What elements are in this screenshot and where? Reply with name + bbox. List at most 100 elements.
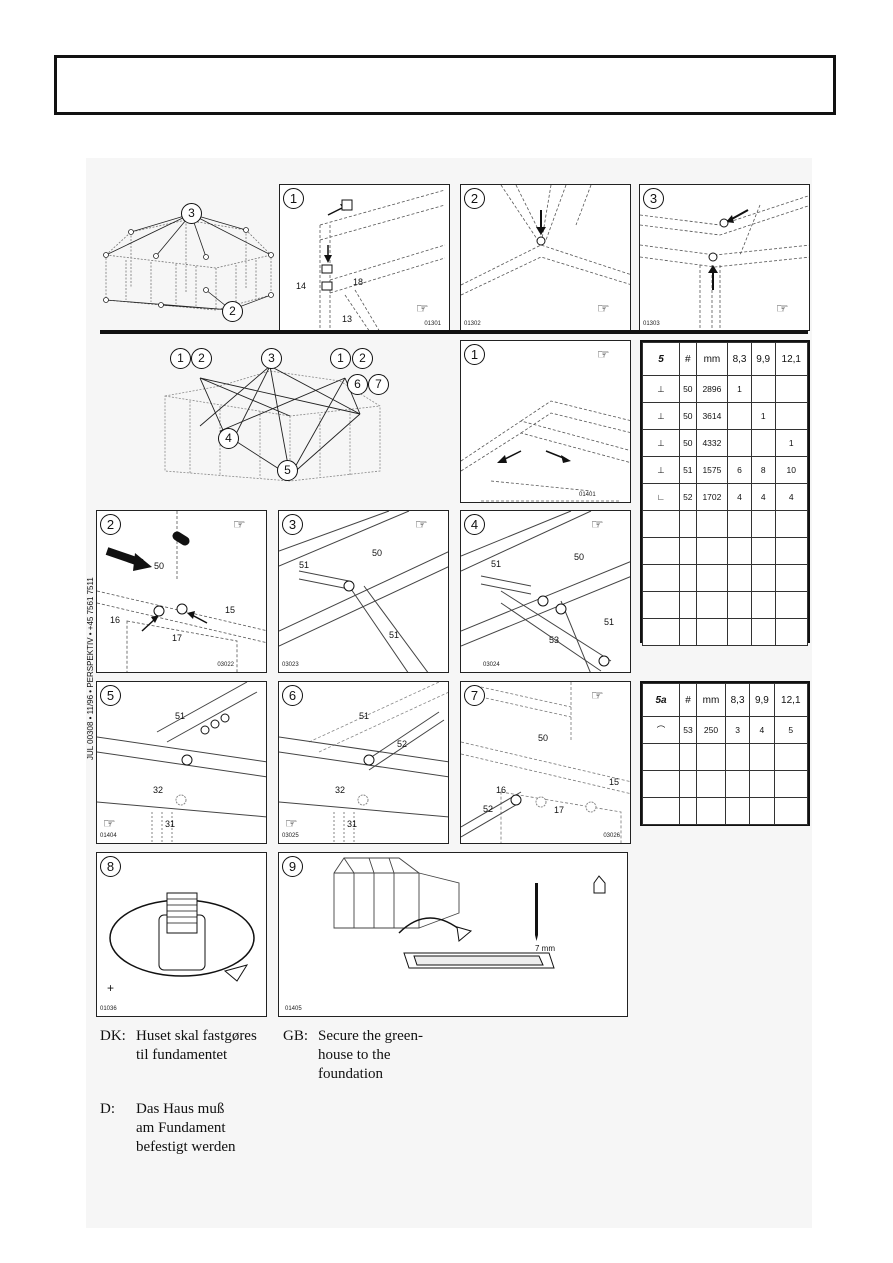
- table-title: 5: [642, 342, 680, 376]
- profile-icon: ⊥: [642, 456, 680, 484]
- instruction-d: Das Haus muß am Fundament befestigt werd…: [136, 1101, 236, 1155]
- column-header: mm: [696, 683, 726, 717]
- overview-greenhouse-roof: 1 2 3 1 2 6 7 4 5: [160, 346, 390, 496]
- profile-icon: ⌒: [642, 716, 680, 744]
- figure-code: 03022: [217, 662, 234, 668]
- callout-3: 3: [181, 203, 202, 224]
- header-box: [54, 55, 836, 115]
- panel-row1-step1: 1 14 18 13 ☞ 01301: [279, 184, 450, 331]
- panel-row1-step2: 2 ☞ 01302: [460, 184, 631, 331]
- part-label: 50: [154, 561, 165, 571]
- part-label: 50: [574, 552, 585, 562]
- instruction-dk: Huset skal fastgøres til fundamentet: [136, 1028, 257, 1063]
- figure-code: 01405: [285, 1006, 302, 1012]
- instruction-gb: Secure the green- house to the foundatio…: [318, 1028, 423, 1082]
- profile-icon: ⊥: [642, 375, 680, 403]
- column-header: 12,1: [774, 342, 808, 376]
- step-number: 8: [100, 856, 121, 877]
- pointing-hand-icon: ☞: [776, 300, 789, 316]
- callout-2: 2: [222, 301, 243, 322]
- part-label: 51: [359, 711, 370, 721]
- profile-icon: ⊥: [642, 402, 680, 430]
- part-label: 13: [342, 314, 353, 324]
- figure-code: 01401: [579, 492, 596, 498]
- lang-label-dk: DK:: [100, 1028, 126, 1044]
- figure-code: 03023: [282, 662, 299, 668]
- callout-6: 6: [347, 374, 368, 395]
- column-header: #: [679, 342, 697, 376]
- overview-greenhouse-top: 3 2: [96, 200, 276, 322]
- panel-row3-step2: 2 50 16 15 17 ☞ 03022: [96, 510, 267, 673]
- callout-2: 2: [352, 348, 373, 369]
- panel-row2-step1: 1 ☞ 01401: [460, 340, 631, 503]
- column-header: 9,9: [749, 683, 775, 717]
- figure-code: 03026: [603, 833, 620, 839]
- pointing-hand-icon: ☞: [233, 516, 246, 532]
- part-label: 52: [483, 804, 494, 814]
- step-number: 4: [464, 514, 485, 535]
- callout-2: 2: [191, 348, 212, 369]
- panel-row3-step3: 3 50 51 51 ☞ 03023: [278, 510, 449, 673]
- step-number: 2: [100, 514, 121, 535]
- part-label: 17: [554, 805, 565, 815]
- part-label: 51: [491, 559, 502, 569]
- plus-symbol: +: [107, 981, 115, 995]
- part-label: 51: [604, 617, 615, 627]
- section-divider: [100, 330, 808, 334]
- callout-5: 5: [277, 460, 298, 481]
- part-label: 51: [299, 560, 310, 570]
- pointing-hand-icon: ☞: [591, 516, 604, 532]
- column-header: mm: [695, 342, 729, 376]
- step-number: 3: [643, 188, 664, 209]
- part-label: 50: [538, 733, 549, 743]
- pointing-hand-icon: ☞: [597, 346, 610, 362]
- part-label: 17: [172, 633, 183, 643]
- part-label: 32: [335, 785, 346, 795]
- part-label: 15: [225, 605, 236, 615]
- part-label: 31: [347, 819, 358, 829]
- pointing-hand-icon: ☞: [597, 300, 610, 316]
- table-title: 5a: [642, 683, 680, 717]
- step-number: 3: [282, 514, 303, 535]
- pointing-hand-icon: ☞: [285, 815, 298, 831]
- part-label: 51: [175, 711, 186, 721]
- column-header: 9,9: [750, 342, 776, 376]
- callout-1: 1: [170, 348, 191, 369]
- part-label: 32: [153, 785, 164, 795]
- callout-7: 7: [368, 374, 389, 395]
- panel-row4-step6: 6 51 52 32 31 ☞ 03025: [278, 681, 449, 844]
- pointing-hand-icon: ☞: [415, 516, 428, 532]
- pointing-hand-icon: ☞: [103, 815, 116, 831]
- part-label: 53: [549, 635, 560, 645]
- lang-label-gb: GB:: [283, 1028, 309, 1044]
- part-label: 18: [353, 277, 364, 287]
- part-label: 14: [296, 281, 307, 291]
- column-header: #: [678, 683, 698, 717]
- step-number: 9: [282, 856, 303, 877]
- figure-code: 01302: [464, 321, 481, 327]
- column-header: 8,3: [724, 683, 751, 717]
- panel-row4-step5: 5 51 32 31 ☞ 01404: [96, 681, 267, 844]
- panel-row5-step8: 8 + 01036: [96, 852, 267, 1017]
- column-header: 8,3: [727, 342, 752, 376]
- callout-1: 1: [330, 348, 351, 369]
- profile-icon: ∟: [642, 483, 680, 511]
- step-number: 2: [464, 188, 485, 209]
- part-label: 15: [609, 777, 620, 787]
- step-number: 1: [283, 188, 304, 209]
- figure-code: 01404: [100, 833, 117, 839]
- pointing-hand-icon: ☞: [591, 687, 604, 703]
- part-label: 50: [372, 548, 383, 558]
- side-print-info: JUL 00308 • 11/96 • PERSPEKTIV • +45 756…: [86, 577, 95, 760]
- column-header: 12,1: [773, 683, 809, 717]
- figure-code: 03024: [483, 662, 500, 668]
- step-number: 5: [100, 685, 121, 706]
